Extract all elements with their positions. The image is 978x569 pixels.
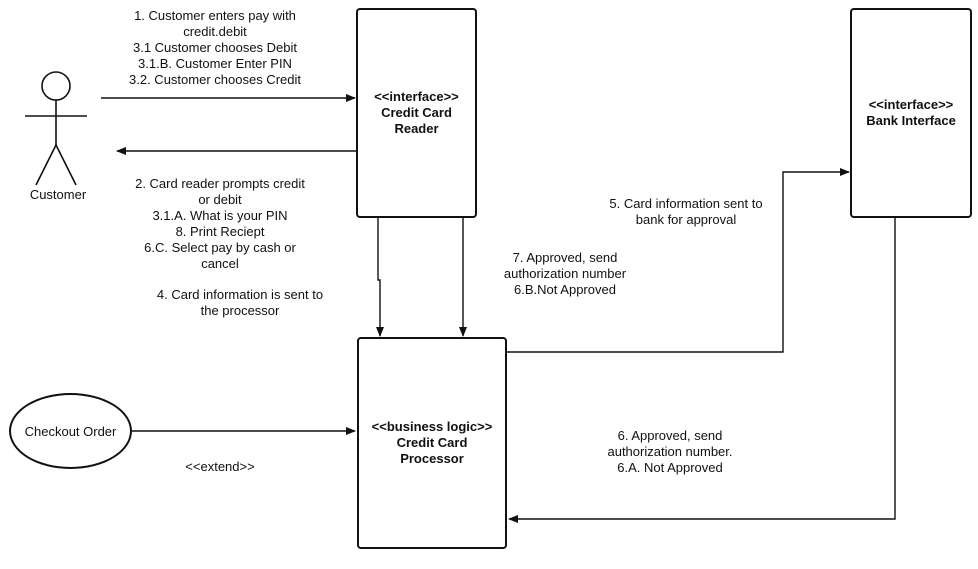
- processor-title-line1: Credit Card: [396, 435, 468, 450]
- processor-stereotype: <<business logic>>: [371, 419, 493, 434]
- arrow-processor-to-bank: [507, 168, 850, 353]
- customer-actor-figure: [25, 71, 87, 186]
- credit-card-processor-node: <<business logic>> Credit Card Processor: [357, 337, 507, 549]
- reader-title-line2: Reader: [394, 121, 439, 136]
- label-extend: <<extend>>: [185, 459, 255, 474]
- label-processor-to-bank: 5. Card information sent to bank for app…: [609, 196, 763, 227]
- label-bank-to-processor: 6. Approved, send authorization number. …: [607, 428, 733, 475]
- label-reader-to-processor: 4. Card information is sent to the proce…: [156, 287, 324, 318]
- processor-title-line2: Processor: [400, 451, 464, 466]
- label-customer-to-reader: 1. Customer enters pay with credit.debit…: [129, 8, 301, 87]
- arrow-reader-to-processor-left: [376, 218, 384, 337]
- credit-card-reader-node: <<interface>> Credit Card Reader: [356, 8, 477, 218]
- bank-interface-node: <<interface>> Bank Interface: [850, 8, 972, 218]
- reader-stereotype: <<interface>>: [374, 89, 459, 104]
- checkout-order-usecase: Checkout Order: [9, 393, 132, 469]
- customer-label: Customer: [29, 187, 87, 202]
- arrow-bank-to-processor: [508, 218, 896, 523]
- label-reader-to-customer: 2. Card reader prompts credit or debit 3…: [135, 176, 305, 271]
- bank-stereotype: <<interface>>: [868, 97, 954, 112]
- reader-title-line1: Credit Card: [381, 105, 452, 120]
- label-processor-to-reader: 7. Approved, send authorization number 6…: [503, 250, 627, 297]
- bank-title-line1: Bank Interface: [866, 113, 956, 128]
